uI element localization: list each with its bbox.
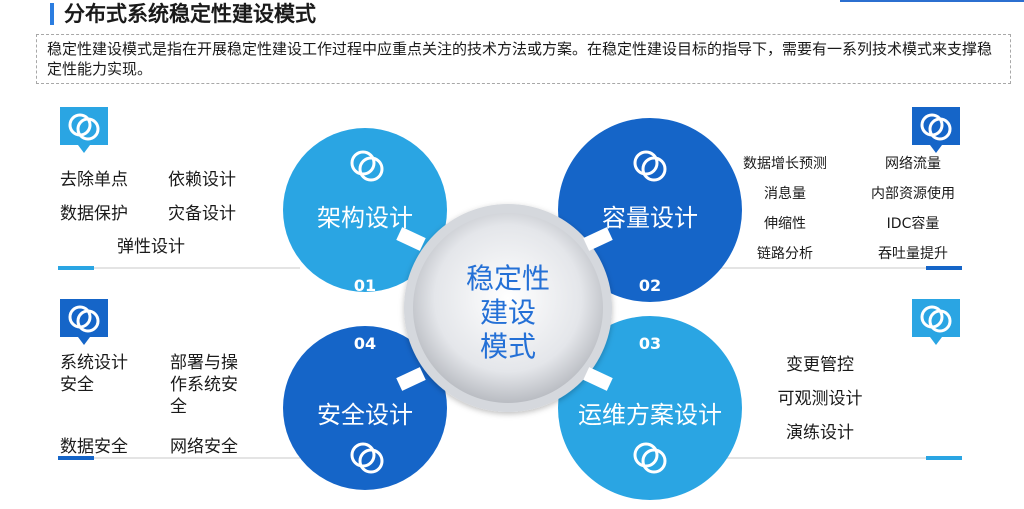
label-left-top-4: 灾备设计 (168, 204, 236, 224)
petal-03-title: 运维方案设计 (578, 401, 722, 429)
top-right-rule (840, 0, 1024, 2)
label-right-bottom-1: 变更管控 (786, 355, 854, 375)
label-right-top-4: 内部资源使用 (871, 186, 955, 202)
petal-01-title: 架构设计 (317, 204, 413, 232)
petal-04-title: 安全设计 (317, 401, 413, 429)
description-box: 稳定性建设模式是指在开展稳定性建设工作过程中应重点关注的技术方法或方案。在稳定性… (36, 34, 1011, 84)
center-title: 稳定性 建设 模式 (448, 262, 568, 364)
interlinked-rings-icon (344, 144, 390, 190)
center-circle (413, 213, 603, 403)
interlinked-rings-icon (344, 436, 390, 482)
accent-right-top (926, 266, 962, 270)
label-right-top-1: 数据增长预测 (743, 156, 827, 172)
petal-02-circle (558, 118, 742, 302)
label-right-bottom-2: 可观测设计 (777, 389, 863, 409)
tab-04 (396, 367, 426, 391)
petal-01-circle (283, 128, 447, 292)
label-left-top-2: 依赖设计 (168, 170, 236, 190)
center-line-1: 稳定性 (465, 262, 550, 295)
accent-left-bottom (58, 456, 94, 460)
label-right-top-2: 网络流量 (885, 156, 941, 172)
label-left-bottom-4: 网络安全 (170, 437, 238, 457)
label-right-bottom-3: 演练设计 (786, 423, 854, 443)
interlinked-rings-icon (910, 297, 962, 347)
interlinked-rings-icon (627, 436, 673, 482)
center-line-3: 模式 (479, 330, 536, 363)
label-right-top-3: 消息量 (764, 186, 806, 202)
label-right-top-5: 伸缩性 (764, 216, 806, 232)
label-right-top-6: IDC容量 (886, 216, 940, 232)
tab-02 (583, 227, 613, 251)
tab-03 (583, 367, 613, 391)
petal-03-number: 03 (638, 334, 662, 353)
petal-02-number: 02 (638, 276, 662, 295)
page-title: 分布式系统稳定性建设模式 (64, 2, 316, 26)
interlinked-rings-icon (910, 105, 962, 155)
label-left-top-5: 弹性设计 (117, 237, 185, 257)
label-left-bottom-3: 数据安全 (60, 437, 128, 457)
petal-03-circle (558, 316, 742, 500)
label-left-top-3: 数据保护 (60, 204, 128, 224)
petal-04-number: 04 (353, 334, 377, 353)
tab-01 (396, 227, 426, 251)
center-line-2: 建设 (479, 296, 536, 329)
label-left-bottom-1: 系统设计 安全 (60, 353, 128, 395)
label-right-top-7: 链路分析 (757, 246, 813, 262)
petal-01-number: 01 (353, 276, 377, 295)
interlinked-rings-icon (58, 297, 110, 347)
label-left-bottom-2: 部署与操 作系统安 全 (170, 353, 238, 417)
accent-right-bottom (926, 456, 962, 460)
interlinked-rings-icon (58, 105, 110, 155)
petal-04-circle (283, 326, 447, 490)
label-right-top-8: 吞吐量提升 (878, 246, 948, 262)
label-left-top-1: 去除单点 (60, 170, 128, 190)
accent-left-top (58, 266, 94, 270)
title-accent-bar (50, 3, 54, 25)
interlinked-rings-icon (627, 144, 673, 190)
petal-02-title: 容量设计 (602, 204, 698, 232)
